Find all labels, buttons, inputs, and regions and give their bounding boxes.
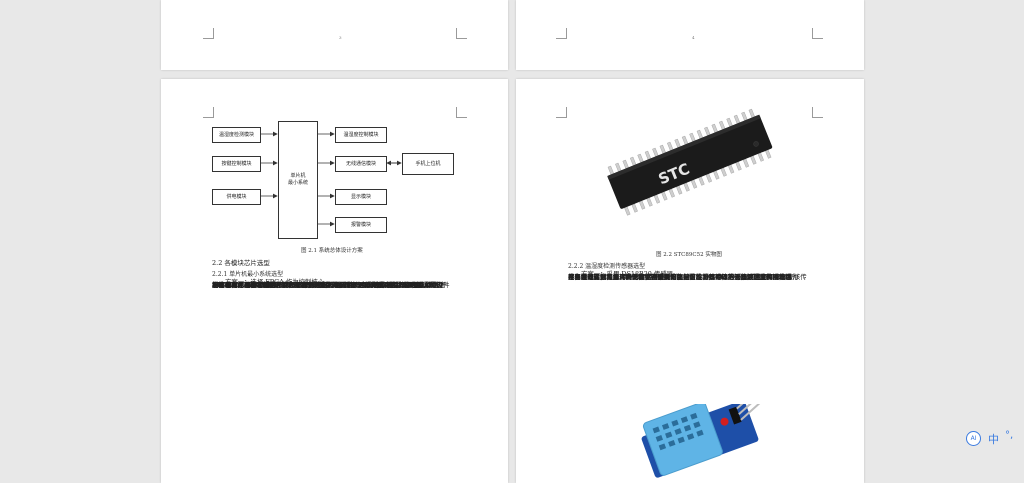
phone-host-box: 手机上位机 bbox=[402, 153, 454, 175]
key-control-module-box: 按键控制模块 bbox=[212, 156, 261, 172]
text-line: 示。 bbox=[568, 273, 581, 281]
ime-language-toggle[interactable]: 中 bbox=[988, 433, 999, 446]
alarm-module-box: 报警模块 bbox=[335, 217, 387, 233]
subsection-heading: 2.2.1 单片机最小系统选型 bbox=[212, 271, 284, 278]
margin-mark bbox=[812, 28, 823, 39]
assistant-icon[interactable]: AI bbox=[966, 431, 981, 446]
text-line: 零下 10 度到零上 45℃，湿度的检测范围为 2.5%~96.5%，精度小于 … bbox=[568, 273, 807, 281]
display-module-box: 显示模块 bbox=[335, 189, 387, 205]
dht11-sensor-image bbox=[641, 404, 766, 478]
text-line: 个参数的检测，通过同一数据引脚向单片机最小系统传输检测结果。该传感器通 bbox=[568, 273, 792, 281]
margin-mark bbox=[812, 107, 823, 118]
text-line: STC89C52 采用 C/C++语言进行编程，开发门槛相对较低，开发周期短。此… bbox=[212, 281, 446, 289]
text-line: 用于高速、复杂的逻辑控制和处理任务。然而，FPGA 的编程相对复杂，需要专 bbox=[212, 281, 437, 289]
text-line: 方案二：选择 DHT11 传感器。 bbox=[581, 273, 673, 281]
text-line: STC89C52 的成本要低于同等性能的 FPGA 芯片，有利于降低整体项目成本… bbox=[212, 281, 444, 289]
text-line: 制核心。FPGA（现场可编程门阵列）是一种高度灵活的集成电路，其内部逻辑 bbox=[212, 281, 435, 289]
text-line: 在环境的温度和湿度发生变化时捕获变化并转换为不同的电信号，通过转换模块 bbox=[568, 273, 792, 281]
text-line: 业的硬件描述语言知识和开发工具，开发周期较长[17]。STC89C52 则是一款… bbox=[212, 281, 448, 289]
text-line: 将电信号转化为单片机能够识别的参数[18]。在数据读取方面，温度的检测范围为 bbox=[568, 273, 799, 281]
text-line: 感器在环保领域被广泛使用，在应用方面，该传感器可以用于监测社区街道的温 bbox=[568, 273, 792, 281]
text-line: 通过对比上述两个方案，方案二的温湿度检测传感器的够集成温度和湿度两 bbox=[581, 273, 792, 281]
text-line: 于本项目而言，STC89C52 的处理能力和外设接口足以满足需求，而 FPGA … bbox=[212, 281, 444, 289]
text-line: 方案一：采用 DS18B20 传感器。 bbox=[581, 270, 680, 278]
text-line: 方案二：选择 STC89C52 作为控制核心。 bbox=[225, 281, 347, 289]
mcu-box: 单片机 最小系统 bbox=[278, 121, 318, 239]
text-line: 在对比两款芯片后，STC89C52 采用 C/C++语言编程，相对于 FPGA … bbox=[225, 281, 450, 289]
temp-humidity-module-box: 温湿度检测模块 bbox=[212, 127, 261, 143]
margin-mark bbox=[456, 28, 467, 39]
text-line: ARM Cortex-M3 内核的微控制器，具有丰富的外设接口和强大的处理能力。 bbox=[212, 281, 433, 289]
margin-mark bbox=[556, 28, 567, 39]
figure-caption: 图 2.2 STC89C52 实物图 bbox=[656, 252, 722, 258]
text-line: 描述语言更易于掌握和开发，有助于缩短开发周期。从成本考虑，一般来说， bbox=[212, 281, 430, 289]
section-heading: 2.2 各模块芯片选型 bbox=[212, 259, 270, 267]
text-line: STC89C52 还具有低功耗、高可靠性等优点，适用于各种嵌入式应用场合。该模 bbox=[212, 281, 441, 289]
subsection-heading: 2.2.2 温湿度检测传感器选型 bbox=[568, 263, 646, 270]
text-line: 功能可以通过编程来定义。FPGA 具有并行处理能力强、可重构性好等优点，适 bbox=[212, 281, 437, 289]
text-line: 常由敏感元器件和转换元器件两个主要部分组成，其中敏感元器件的主要功能是 bbox=[568, 273, 792, 281]
text-line: 块实物图如图 2.2 所示。 bbox=[212, 281, 284, 289]
wireless-comm-box: 无线通信模块 bbox=[335, 156, 387, 172]
ime-punctuation-toggle[interactable]: °, bbox=[1005, 430, 1014, 441]
diagram-connectors bbox=[259, 131, 402, 227]
page-number: 4 bbox=[692, 35, 695, 40]
stc89c52-chip-image bbox=[607, 108, 773, 216]
text-line: 度和湿度参数，为环境保护提供有效的数据，该 DHT11 传感器实物如图 2.3 … bbox=[568, 273, 795, 281]
text-line: 方案一：选择 FPGA 作为控制核心。 bbox=[225, 278, 331, 286]
system-block-diagram: 温湿度检测模块 按键控制模块 供电模块 单片机 最小系统 温湿度控制模块 无线通… bbox=[161, 79, 508, 249]
margin-mark bbox=[556, 107, 567, 118]
margin-mark bbox=[456, 107, 467, 118]
margin-mark bbox=[203, 107, 214, 118]
mcu-label-line2: 最小系统 bbox=[287, 180, 308, 186]
figure-caption: 图 2.1 系统总体设计方案 bbox=[301, 248, 363, 254]
page-right: STC 图 2.2 STC89C52 实物图 2.2.2 温湿度检测传感器选型 … bbox=[516, 79, 864, 483]
temp-humidity-control-box: 温湿度控制模块 bbox=[335, 127, 387, 143]
page-left: 温湿度检测模块 按键控制模块 供电模块 单片机 最小系统 温湿度控制模块 无线通… bbox=[161, 79, 508, 483]
mcu-label-line1: 单片机 bbox=[290, 173, 306, 179]
power-module-box: 供电模块 bbox=[212, 189, 261, 205]
page-top-left: 3 bbox=[161, 0, 508, 70]
page-number: 3 bbox=[339, 35, 342, 40]
margin-mark bbox=[203, 28, 214, 39]
text-line: 行处理优势在本项目中可能无法得到充分利用[16]。因此选择方案二作为本文的控 bbox=[212, 281, 443, 289]
page-top-right: 4 bbox=[516, 0, 864, 70]
